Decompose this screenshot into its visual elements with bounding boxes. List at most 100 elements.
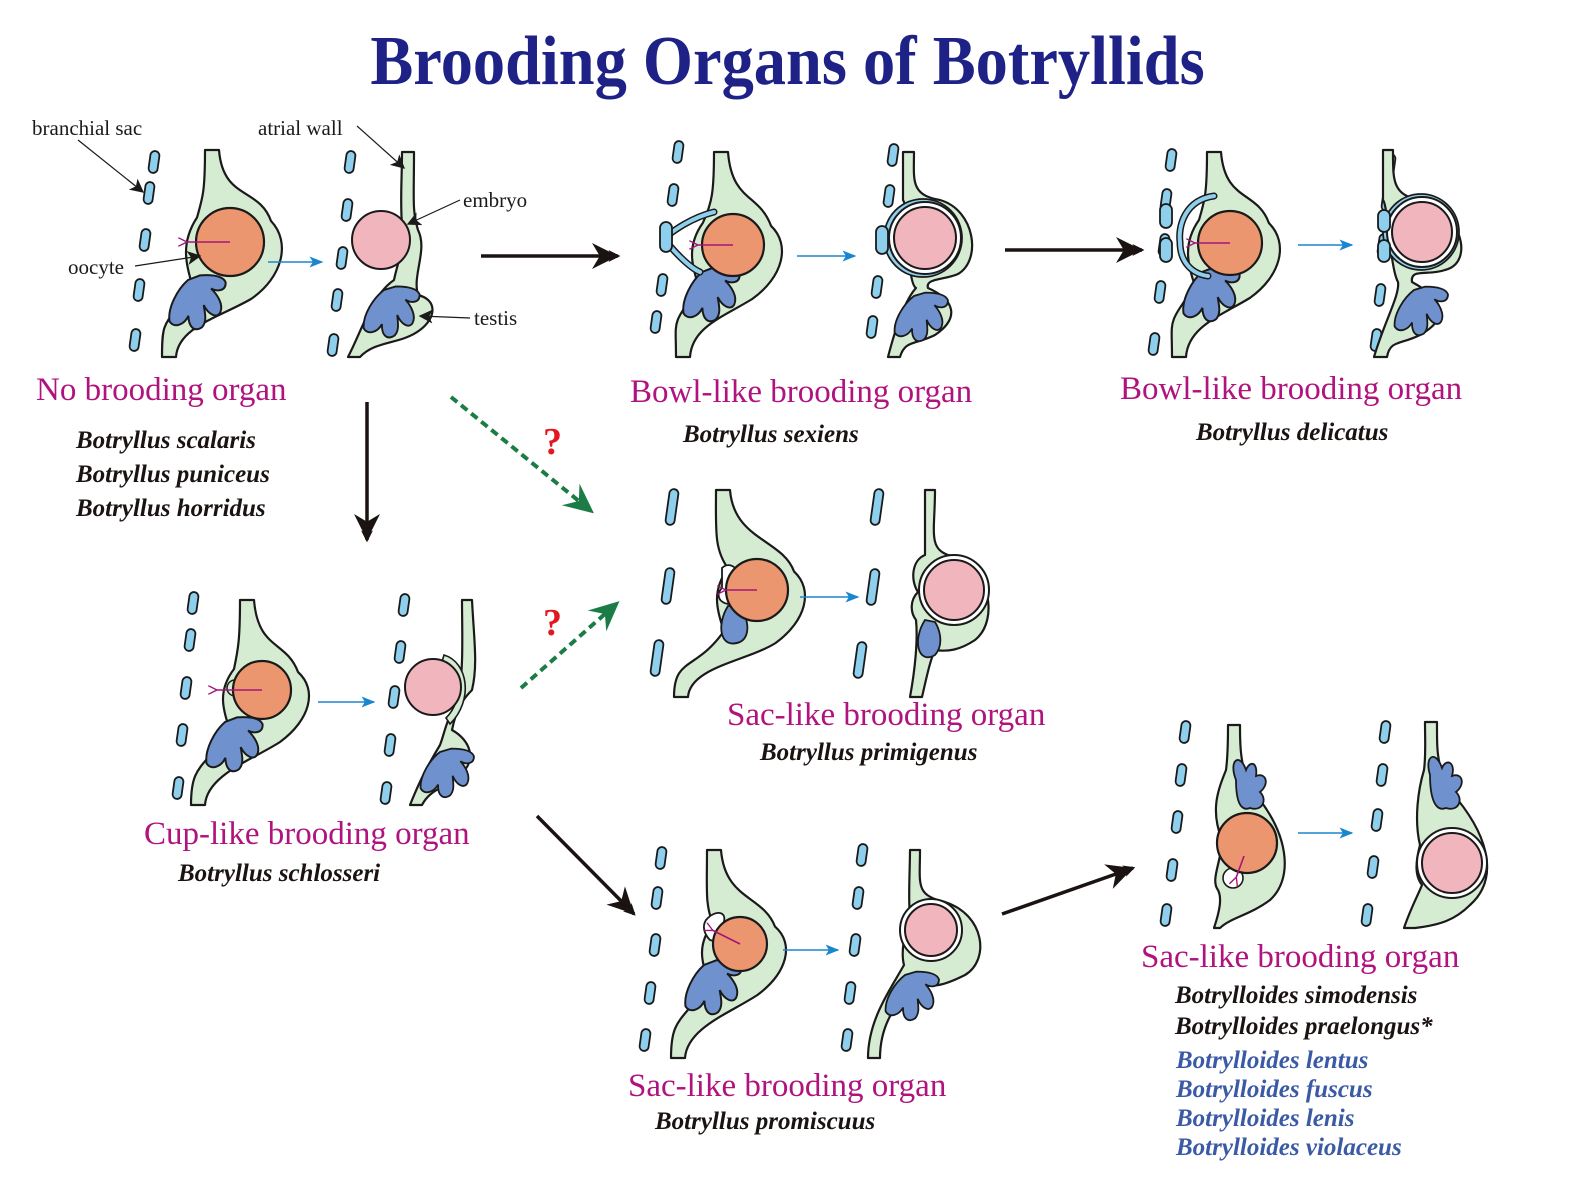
embryo-icon [1391,201,1453,263]
branchial-stigma [852,641,868,679]
panel-cup-schlosseri-embryo [379,593,477,807]
testis-icon [1232,759,1267,810]
branchial-stigma [1159,203,1173,229]
transition-arrow-sac-promiscuus-to-botrylloides [1001,865,1136,916]
oocyte-icon [1215,811,1279,875]
testis-icon [205,716,264,773]
transition-arrow-bowl-sexiens-to-delicatus-head [1116,237,1142,263]
branchial-stigma [330,288,344,312]
branchial-stigma [865,568,881,606]
uncertain-arrow-cup-to-sac-primigenus [519,611,608,690]
species-name: Botryllus puniceus [76,461,270,488]
branchial-stigma [128,328,142,352]
species-name: Botrylloides simodensis [1175,982,1418,1009]
branchial-stigma [1159,237,1173,263]
pointer-embryo [406,199,461,226]
branchial-stigma [1159,903,1173,927]
branchial-stigma [1178,720,1192,744]
pointer-oocyte [134,250,202,267]
pointer-atrial-wall [356,125,406,169]
panel-sac-promiscuus-embryo [840,843,982,1060]
pointer-testis [418,309,471,324]
species-name: Botrylloides praelongus* [1175,1013,1433,1040]
uncertain-transition-question-mark: ? [543,602,562,644]
embryo-icon [923,559,985,621]
branchial-stigma [648,933,662,957]
testis-icon [168,274,227,331]
bowl-branchial-outgrowth-fill [1177,194,1216,278]
branchial-stigma [147,150,161,174]
branchial-stigma [1170,810,1184,834]
branchial-stigma [326,333,340,357]
branchial-stigma [848,933,862,957]
testis-icon [917,618,942,658]
embryo-icon [893,206,957,270]
embryo-icon [404,658,462,716]
branchial-stigma [1360,903,1374,927]
branchial-stigma [379,781,393,805]
branchial-stigma [870,275,884,299]
branchial-stigma [869,488,885,526]
branchial-stigma [1165,858,1179,882]
branchial-stigma [343,150,357,174]
label-embryo: embryo [463,188,528,212]
transition-arrow-sac-promiscuus-to-botrylloides-head [1104,864,1133,889]
species-name: Botrylloides lenis [1176,1105,1355,1132]
testis-icon [893,291,949,343]
species-name: Botryllus schlosseri [178,860,381,887]
uncertain-arrow-cup-to-sac-primigenus-head [587,601,620,632]
branchial-stigma [1370,808,1384,832]
branchial-stigma [183,628,197,652]
panel-bowl-delicatus-oocyte [1147,148,1282,359]
branchial-stigma [649,639,665,677]
panel-no-brooding-oocyte [77,139,283,359]
branchial-stigma [840,1028,854,1052]
branchial-stigma [865,315,879,339]
uncertain-arrow-no-to-sac-primigenus [449,395,582,504]
species-name: Botryllus horridus [76,495,266,522]
branchial-stigma [882,184,896,208]
transition-arrow-cup-to-sac-promiscuus [535,814,636,916]
branchial-stigma [855,843,869,867]
testis-icon [884,970,940,1022]
branchial-stigma [179,676,193,700]
transition-arrow-no-to-cup-head [354,514,380,540]
panel-bowl-sexiens-oocyte [649,140,783,359]
branchial-stigma [340,198,354,222]
species-list-botrylloides-blue: Botrylloides lentus Botrylloides fuscus … [1176,1046,1402,1162]
testis-icon [682,266,741,323]
branchial-stigma [1375,763,1389,787]
uncertain-transition-question-mark: ? [543,421,562,463]
branchial-stigma [397,593,411,617]
branchial-stigma [666,183,680,207]
branchial-stigma [886,143,900,167]
embryo-icon [904,903,958,957]
testis-icon [1393,285,1449,337]
panel-sac-promiscuus-oocyte [638,846,788,1060]
panel-no-brooding-embryo [326,125,471,359]
branchial-stigma [387,685,401,709]
branchial-stigma [1147,332,1161,356]
species-name: Botryllus delicatus [1196,419,1389,446]
heading-sac-like-botrylloides: Sac-like brooding organ [1141,939,1460,975]
ovulation-arrow [1236,855,1245,878]
species-list-sexiens: Botryllus sexiens [683,418,859,452]
pointer-branchial-sac [77,139,145,193]
species-name: Botryllus scalaris [76,427,256,454]
branchial-stigma [1164,148,1178,172]
testis-icon [419,747,475,799]
testis-icon [362,285,421,339]
branchial-stigma [875,225,889,255]
branchial-stigma [664,488,680,526]
branchial-stigma [851,886,865,910]
panel-bowl-delicatus-embryo [1369,148,1463,359]
embryo-icon [1421,832,1483,894]
branchial-stigma [654,846,668,870]
heading-bowl-like-delicatus: Bowl-like brooding organ [1120,371,1463,407]
branchial-stigma [1174,763,1188,787]
branchial-stigma [649,310,663,334]
embryo-icon [351,210,411,270]
heading-sac-like-promiscuus: Sac-like brooding organ [628,1068,947,1104]
